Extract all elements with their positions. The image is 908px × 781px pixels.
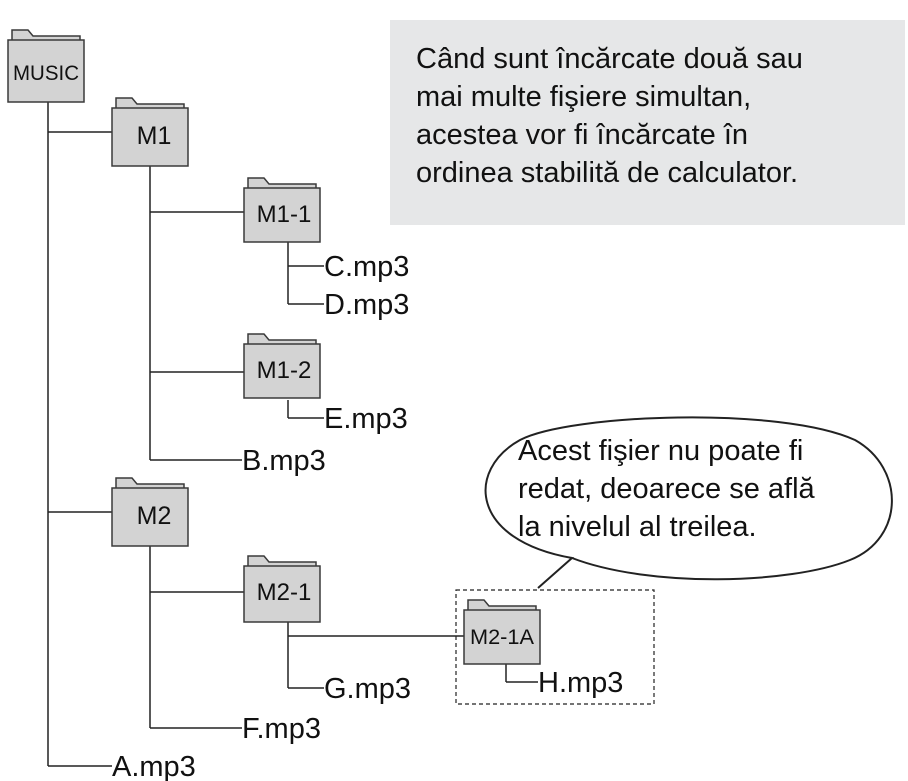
folder-m1-1-label: M1-1 xyxy=(257,201,312,228)
folder-m1-label: M1 xyxy=(137,122,172,150)
folder-m1-1-icon[interactable]: M1-1 xyxy=(243,177,321,243)
folder-m2-label: M2 xyxy=(137,502,172,530)
file-f-mp3[interactable]: F.mp3 xyxy=(242,713,321,745)
callout-line: Acest fişier nu poate fi xyxy=(518,435,804,467)
callout-bubble xyxy=(484,416,893,589)
callout-line: redat, deoarece se află xyxy=(518,473,815,505)
info-note-line: mai multe fişiere simultan, xyxy=(416,81,752,113)
info-note-line: acestea vor fi încărcate în xyxy=(416,119,749,151)
folder-music-label: MUSIC xyxy=(13,62,79,85)
callout-text: Acest fişier nu poate fi redat, deoarece… xyxy=(518,432,815,546)
folder-m1-icon[interactable]: M1 xyxy=(111,97,189,167)
file-h-mp3[interactable]: H.mp3 xyxy=(538,667,623,699)
folder-m2-1a-label: M2-1A xyxy=(470,626,534,649)
file-a-mp3[interactable]: A.mp3 xyxy=(112,751,196,781)
info-note-line: Când sunt încărcate două sau xyxy=(416,43,803,75)
folder-music-icon[interactable]: MUSIC xyxy=(7,29,85,103)
folder-m2-icon[interactable]: M2 xyxy=(111,477,189,547)
folder-m2-1-label: M2-1 xyxy=(257,579,312,606)
third-level-highlight-box xyxy=(455,589,655,705)
file-d-mp3[interactable]: D.mp3 xyxy=(324,289,409,321)
folder-m2-1-icon[interactable]: M2-1 xyxy=(243,555,321,623)
folder-m1-2-icon[interactable]: M1-2 xyxy=(243,333,321,399)
file-labels: C.mp3 D.mp3 E.mp3 B.mp3 G.mp3 H.mp3 F.mp… xyxy=(112,251,623,781)
file-g-mp3[interactable]: G.mp3 xyxy=(324,673,411,705)
info-note-line: ordinea stabilită de calculator. xyxy=(416,157,799,189)
info-note-box: Când sunt încărcate două sau mai multe f… xyxy=(390,20,905,225)
folder-m1-2-label: M1-2 xyxy=(257,357,312,384)
tree-connectors xyxy=(47,92,538,767)
file-e-mp3[interactable]: E.mp3 xyxy=(324,403,408,435)
file-c-mp3[interactable]: C.mp3 xyxy=(324,251,409,283)
callout-line: la nivelul al treilea. xyxy=(518,511,757,543)
folder-m2-1a-icon[interactable]: M2-1A xyxy=(463,599,541,665)
file-b-mp3[interactable]: B.mp3 xyxy=(242,445,326,477)
